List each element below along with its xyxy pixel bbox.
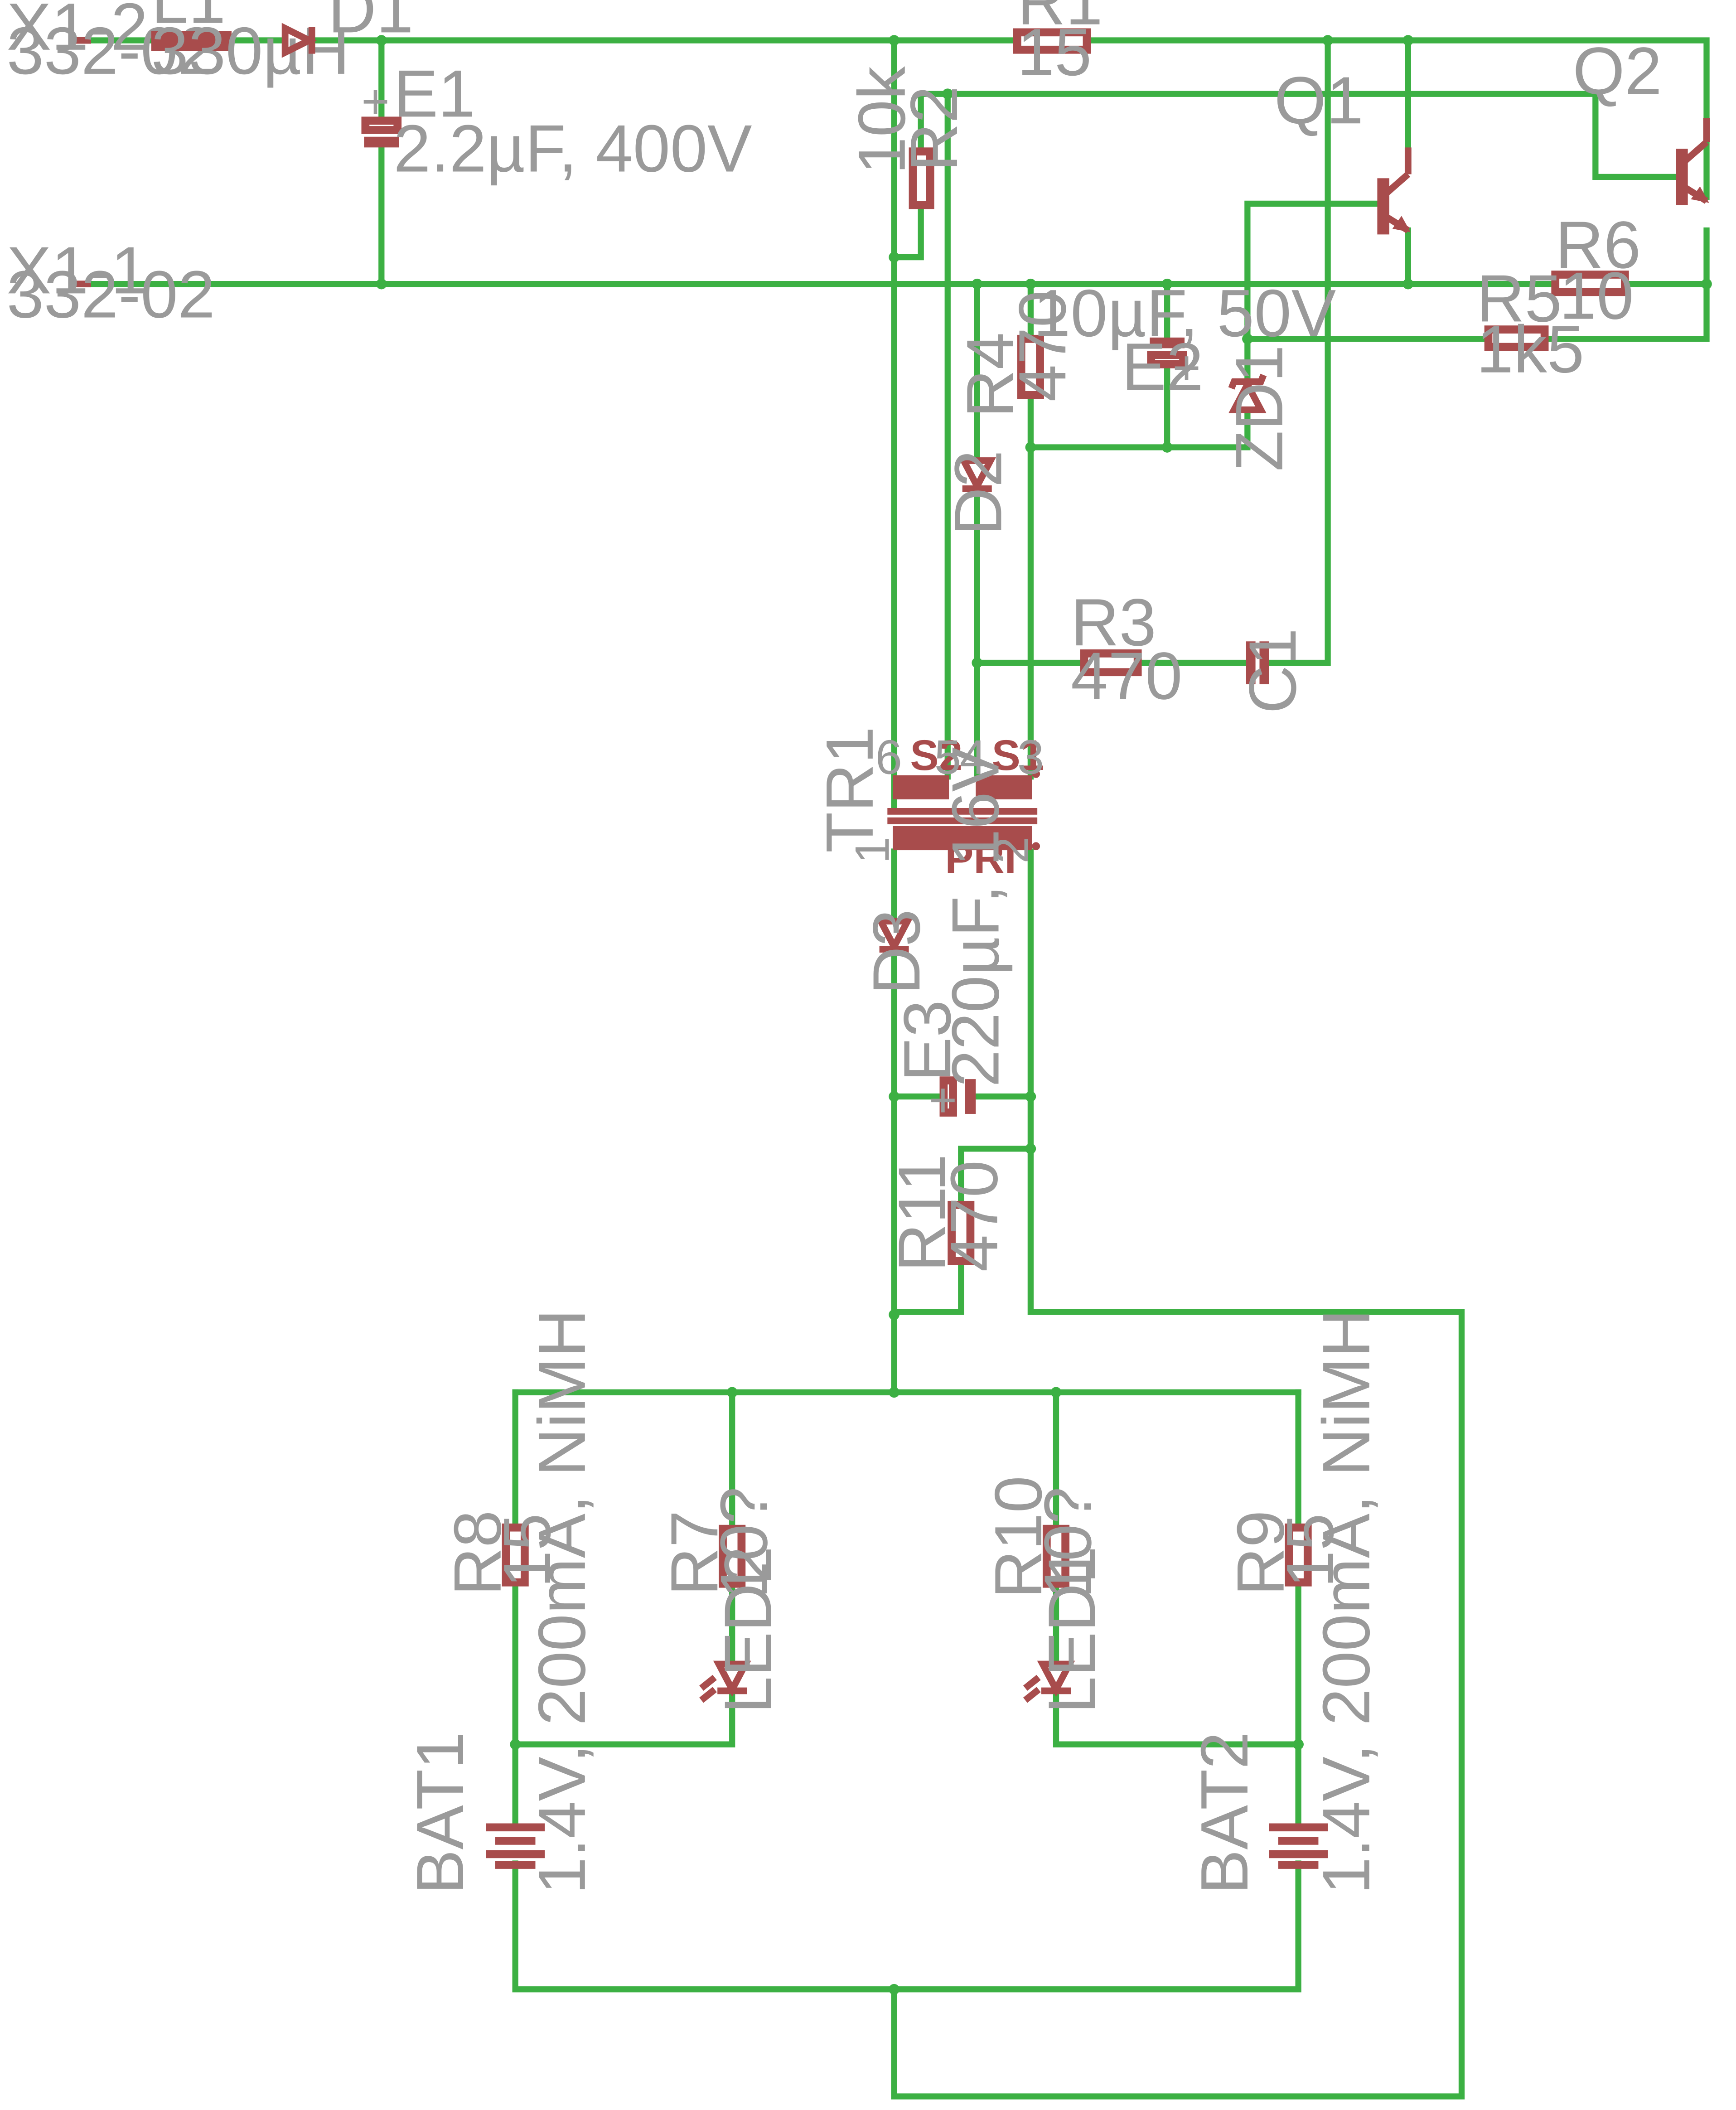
resistor-r1: R1 15 [1013, 0, 1103, 90]
component-name: ZD1 [1222, 345, 1297, 471]
resistor-r5: R5 1k5 [1476, 261, 1584, 387]
component-value: 15 [490, 1513, 565, 1587]
pin-1: 1 [845, 837, 899, 863]
transformer-tr1: S2 S1 PRI 6 5 4 3 1 2 TR1 [812, 726, 1044, 882]
component-value: 330µH [151, 14, 350, 88]
component-name: TR1 [812, 726, 887, 853]
winding-label-pri: PRI [945, 834, 1016, 882]
component-name: R6 [1555, 208, 1641, 282]
pin-3: 3 [1017, 731, 1044, 784]
connector-label: X1-1 [7, 233, 148, 308]
diode-d2: D2 [941, 450, 1015, 536]
pin-2: 2 [984, 837, 1038, 863]
component-name: R9 [1223, 1510, 1298, 1596]
diode-d3: D3 [859, 909, 934, 995]
component-name: D1 [328, 0, 414, 47]
component-name: E3 [890, 1000, 965, 1082]
component-value: 1k5 [1476, 312, 1584, 387]
component-value: 470 [1005, 290, 1080, 402]
component-name: R4 [953, 332, 1028, 418]
capacitor-e3: + E3 220µF, 16V [890, 747, 1013, 1127]
component-value: 470 [937, 1160, 1012, 1272]
component-name: D2 [941, 450, 1015, 536]
component-value: 1.4V, 200mA, NiMH [1309, 1309, 1384, 1894]
component-value: 15 [1017, 15, 1092, 90]
svg-text:+: + [1172, 341, 1200, 395]
component-name: Q2 [1573, 34, 1662, 108]
component-name: D3 [859, 909, 934, 995]
component-value: 1.4V, 200mA, NiMH [525, 1309, 600, 1894]
zener-diode-zd1: ZD1 [1222, 345, 1297, 471]
resistor-r7: R7 10? [657, 1487, 781, 1598]
capacitor-e2: + 10µF, 50V E2 [1033, 276, 1336, 404]
component-value: 10k [845, 66, 919, 174]
component-name: LED1 [1035, 1546, 1109, 1713]
component-name: BAT2 [1187, 1732, 1262, 1894]
resistor-r8: R8 15 [440, 1510, 565, 1596]
component-name: R2 [897, 86, 972, 172]
component-value: 2.2µF, 400V [393, 111, 752, 186]
transistor-q2: Q2 [1573, 34, 1710, 205]
capacitor-e1: + E1 2.2µF, 400V [361, 56, 752, 186]
led-led1: LED1 [1023, 1546, 1109, 1713]
diode-d1: D1 [281, 0, 414, 58]
component-name: R3 [1071, 585, 1156, 660]
component-name: R8 [440, 1510, 515, 1596]
component-name: Q1 [1274, 63, 1364, 138]
component-value: 10? [706, 1487, 781, 1598]
led-led2: LED2 [699, 1546, 785, 1713]
component-name: R11 [885, 1154, 959, 1272]
component-value: 470 [1071, 639, 1182, 713]
resistor-r11: R11 470 [885, 1154, 1011, 1272]
winding-label-s1: S1 [992, 731, 1045, 779]
component-value: 220µF, 16V [938, 747, 1013, 1087]
transistor-q1: Q1 [1274, 63, 1412, 235]
resistor-r2: 10k R2 [845, 66, 972, 209]
component-value: 10? [1030, 1487, 1105, 1598]
component-name: E2 [1122, 329, 1204, 404]
winding-label-s2: S2 [910, 731, 963, 779]
battery-bat1: BAT1 1.4V, 200mA, NiMH [403, 1309, 600, 1894]
connector-type: 332-02 [7, 257, 215, 332]
svg-text:+: + [362, 74, 390, 128]
resistor-r3: R3 470 [1071, 585, 1182, 713]
resistor-r10: R10 10? [981, 1476, 1105, 1598]
capacitor-c1: C1 [1235, 628, 1310, 714]
component-name: L1 [151, 0, 226, 38]
component-name: LED2 [711, 1546, 785, 1713]
resistor-r6: R6 10 [1551, 208, 1641, 333]
component-name: R1 [1017, 0, 1103, 39]
component-value: 15 [1273, 1513, 1348, 1587]
svg-text:+: + [929, 1073, 957, 1127]
component-name: R10 [981, 1476, 1056, 1598]
component-value: 10 [1559, 258, 1634, 333]
connector-x1-1: X1-1 332-02 [7, 233, 215, 332]
battery-bat2: BAT2 1.4V, 200mA, NiMH [1187, 1309, 1384, 1894]
component-name: E1 [393, 56, 475, 131]
component-value: 10µF, 50V [1033, 276, 1336, 351]
resistor-r9: R9 15 [1223, 1510, 1348, 1596]
junctions [376, 35, 1712, 1995]
pin-5: 5 [934, 731, 961, 784]
pin-4: 4 [960, 731, 986, 784]
component-name: R5 [1476, 261, 1562, 336]
inductor-l1: L1 330µH [151, 0, 350, 88]
component-name: R7 [657, 1510, 732, 1596]
resistor-r4: R4 470 [953, 290, 1080, 418]
pin-6: 6 [875, 731, 902, 784]
component-name: BAT1 [403, 1732, 478, 1894]
connector-label: X1-2 [7, 0, 148, 64]
wires [91, 37, 1710, 2100]
component-name: C1 [1235, 628, 1310, 714]
